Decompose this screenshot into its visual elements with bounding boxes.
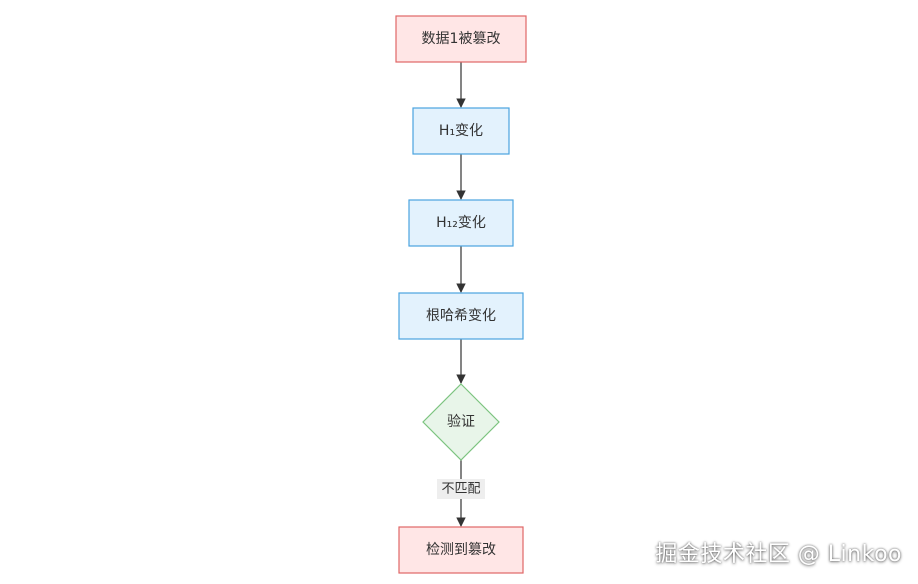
- alert-box: [398, 526, 524, 574]
- process-box: [408, 199, 514, 247]
- node-label: H₁变化: [439, 123, 483, 139]
- node-label: 检测到篡改: [426, 541, 496, 558]
- node-n6: 检测到篡改: [398, 526, 524, 574]
- process-box: [398, 292, 524, 340]
- node-label: 数据1被篡改: [422, 30, 501, 47]
- alert-box: [395, 15, 527, 63]
- node-n5: 验证: [422, 383, 500, 461]
- edge-n5-n6: 不匹配: [437, 460, 485, 527]
- node-n1: 数据1被篡改: [395, 15, 527, 63]
- node-n2: H₁变化: [412, 107, 510, 155]
- edge-label-background: [437, 479, 485, 499]
- process-box: [412, 107, 510, 155]
- node-label: 根哈希变化: [426, 308, 496, 324]
- edge-label: 不匹配: [441, 482, 480, 497]
- watermark-text: 掘金技术社区 @ Linkoo: [655, 542, 902, 567]
- node-label: H₁₂变化: [436, 215, 486, 231]
- node-n4: 根哈希变化: [398, 292, 524, 340]
- node-n3: H₁₂变化: [408, 199, 514, 247]
- node-label: 验证: [447, 414, 475, 430]
- decision-diamond: [422, 383, 500, 461]
